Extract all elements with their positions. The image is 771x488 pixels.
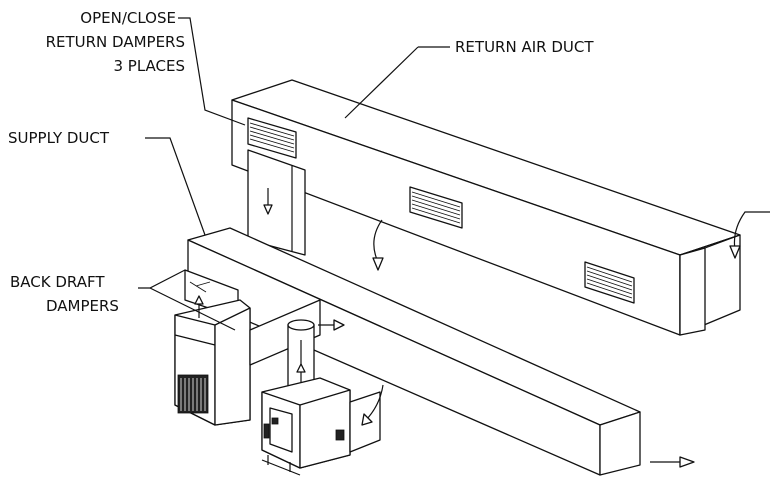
furnace-unit xyxy=(261,377,381,476)
dampers-label-line2: RETURN DAMPERS xyxy=(45,33,185,51)
up-arrow-icon xyxy=(296,363,306,373)
furnace-door xyxy=(269,407,293,453)
backdraft-label-line2: DAMPERS xyxy=(46,297,119,315)
dampers-label-line1: OPEN/CLOSE xyxy=(80,9,176,27)
up-arrow-icon xyxy=(194,295,204,305)
backdraft-leader-1 xyxy=(138,269,186,289)
connector-duct xyxy=(249,299,321,366)
right-arrow-icon xyxy=(333,319,345,331)
return-damper-grille-2 xyxy=(409,186,463,229)
down-arrow-icon xyxy=(263,204,273,215)
backdraft-leader-2 xyxy=(149,287,236,331)
air-handler-unit xyxy=(174,299,251,426)
return-damper-grille-1 xyxy=(247,117,297,159)
supply-duct-leader xyxy=(145,137,206,236)
right-arrow-icon xyxy=(679,456,695,468)
return-damper-grille-3 xyxy=(584,261,635,304)
dampers-label-line3: 3 PLACES xyxy=(113,57,185,75)
airflow-arrows xyxy=(194,188,770,468)
curved-arrow-icon xyxy=(361,413,373,426)
dampers-leader xyxy=(178,17,246,126)
down-arrow-icon xyxy=(372,257,384,271)
down-arrow-icon xyxy=(729,245,741,259)
backdraft-label-line1: BACK DRAFT xyxy=(10,273,105,291)
return-air-duct-label: RETURN AIR DUCT xyxy=(455,38,594,56)
return-duct-leader xyxy=(344,46,419,119)
leader-lines xyxy=(138,17,450,331)
return-drop-duct xyxy=(247,149,306,256)
supply-duct-end-face xyxy=(599,411,641,476)
return-duct-end-box xyxy=(679,247,706,336)
supply-duct-label: SUPPLY DUCT xyxy=(8,129,110,147)
